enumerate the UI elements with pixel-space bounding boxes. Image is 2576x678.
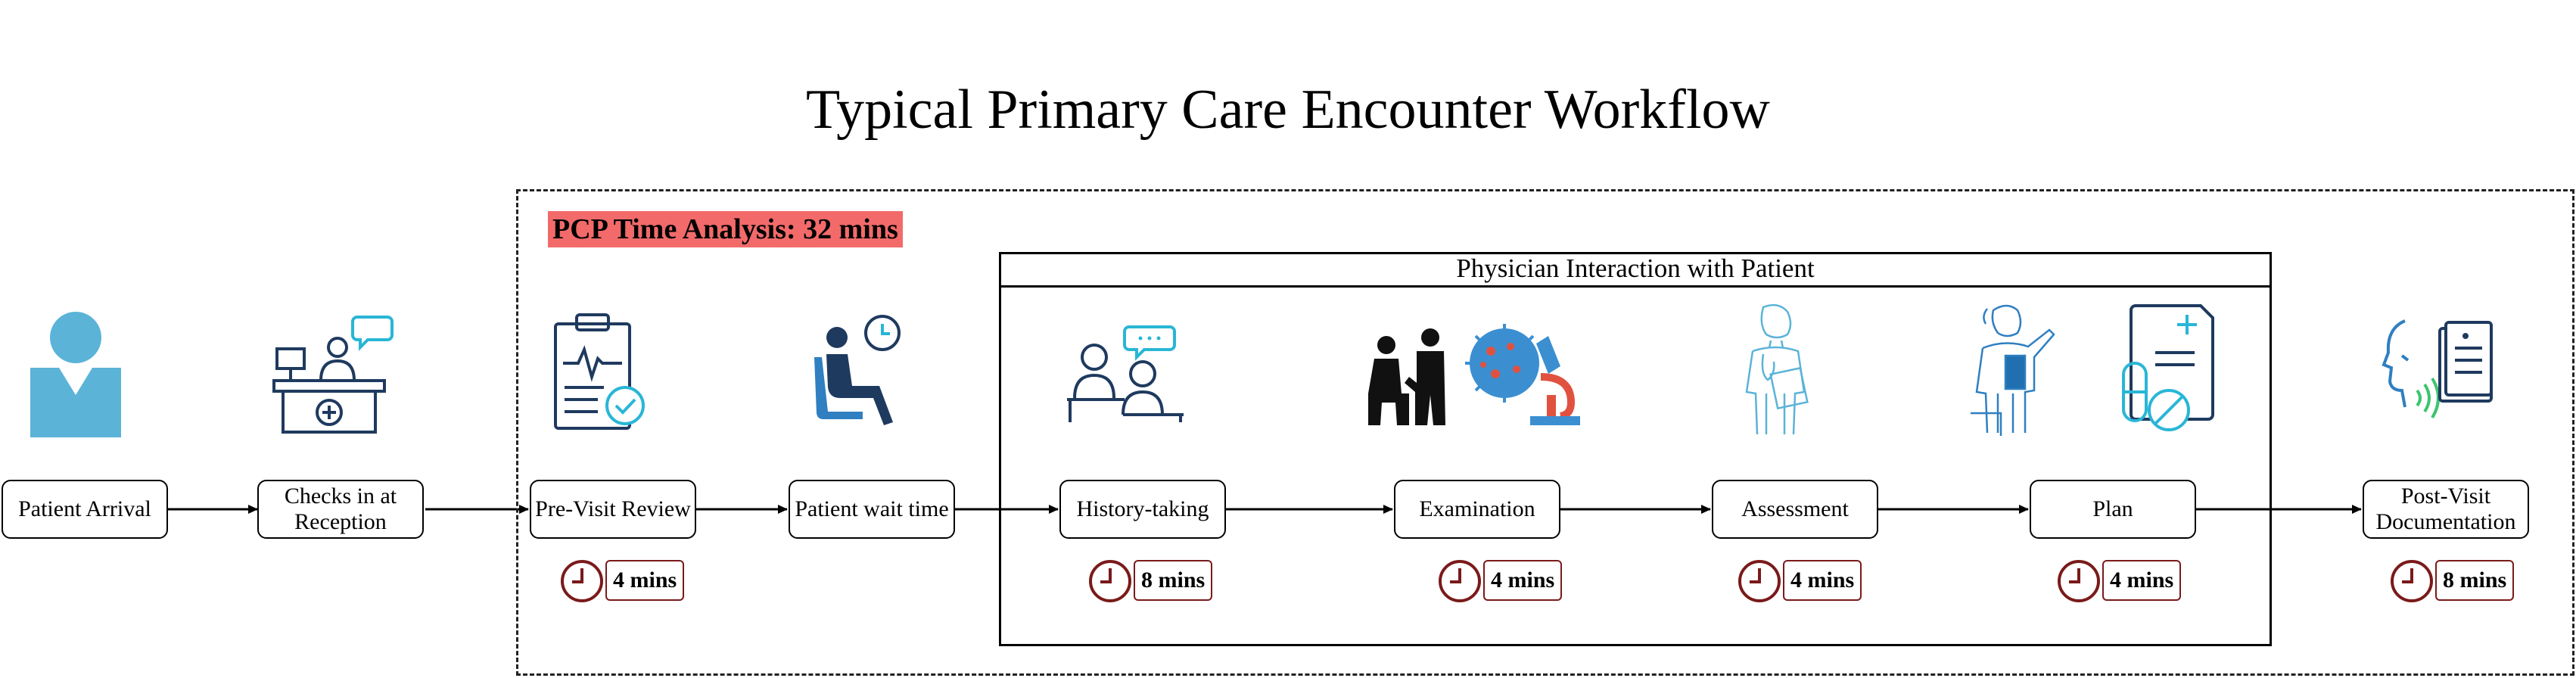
voice-document-icon bbox=[2382, 319, 2493, 419]
step-history-taking: History-taking bbox=[1059, 480, 1226, 539]
time-badge-plan: 4 mins bbox=[2102, 560, 2182, 601]
step-post-visit-documentation: Post-Visit Documentation bbox=[2363, 480, 2529, 539]
clock-icon bbox=[2058, 560, 2100, 602]
time-badge-history-taking: 8 mins bbox=[1134, 560, 1213, 601]
reception-desk-icon bbox=[272, 316, 394, 434]
step-assessment: Assessment bbox=[1712, 480, 1878, 539]
clipboard-vitals-icon bbox=[554, 313, 645, 430]
pcp-time-banner: PCP Time Analysis: 32 mins bbox=[548, 211, 903, 247]
step-plan: Plan bbox=[2030, 480, 2196, 539]
pcp-time-region bbox=[516, 189, 2574, 676]
time-badge-examination: 4 mins bbox=[1483, 560, 1563, 601]
time-badge-assessment: 4 mins bbox=[1783, 560, 1862, 601]
clock-icon bbox=[2391, 560, 2433, 602]
patient-person-icon bbox=[30, 312, 121, 437]
step-examination: Examination bbox=[1394, 480, 1560, 539]
doctor-consultation-icon bbox=[1067, 325, 1184, 422]
physician-interaction-group bbox=[999, 252, 2272, 646]
clock-icon bbox=[561, 560, 603, 602]
step-patient-wait-time: Patient wait time bbox=[789, 480, 955, 539]
doctor-prescription-icon bbox=[1971, 304, 2214, 436]
time-badge-pre-visit-review: 4 mins bbox=[605, 560, 685, 601]
doctor-clipboard-icon bbox=[1745, 303, 1809, 435]
step-checks-in-at-reception: Checks in at Reception bbox=[257, 480, 424, 539]
examination-microscope-icon bbox=[1368, 324, 1580, 425]
waiting-room-icon bbox=[814, 315, 901, 425]
clock-icon bbox=[1738, 560, 1781, 602]
clock-icon bbox=[1089, 560, 1131, 602]
time-badge-post-visit-documentation: 8 mins bbox=[2435, 560, 2515, 601]
clock-icon bbox=[1439, 560, 1481, 602]
step-patient-arrival: Patient Arrival bbox=[2, 480, 168, 539]
step-pre-visit-review: Pre-Visit Review bbox=[530, 480, 696, 539]
diagram-title: Typical Primary Care Encounter Workflow bbox=[806, 79, 1770, 141]
physician-interaction-label: Physician Interaction with Patient bbox=[999, 252, 2272, 288]
